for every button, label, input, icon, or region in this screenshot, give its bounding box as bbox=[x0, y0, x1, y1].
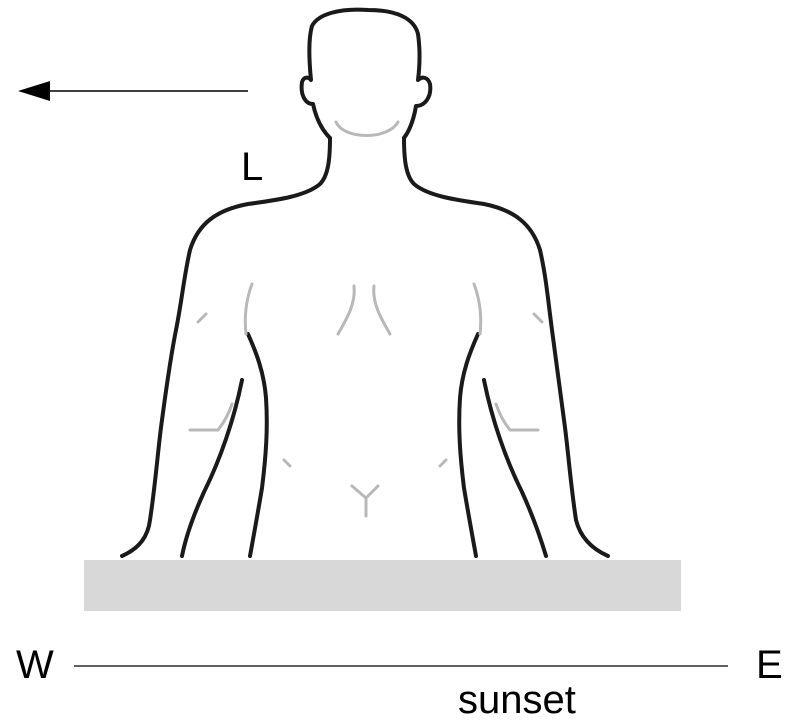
sunset-label: sunset bbox=[458, 680, 576, 720]
left-arrow-icon bbox=[18, 81, 248, 101]
right-inner-arm-outline bbox=[459, 334, 478, 556]
left-shoulder-arm-outline bbox=[122, 138, 330, 556]
head-outline bbox=[302, 10, 431, 138]
right-forearm-outline bbox=[484, 380, 546, 556]
left-inner-arm-outline bbox=[248, 334, 267, 556]
west-label: W bbox=[16, 645, 54, 685]
right-shoulder-arm-outline bbox=[404, 138, 608, 556]
shoulder-label: L bbox=[241, 147, 263, 187]
left-forearm-outline bbox=[182, 380, 242, 556]
east-label: E bbox=[756, 645, 783, 685]
table-surface bbox=[84, 560, 681, 611]
